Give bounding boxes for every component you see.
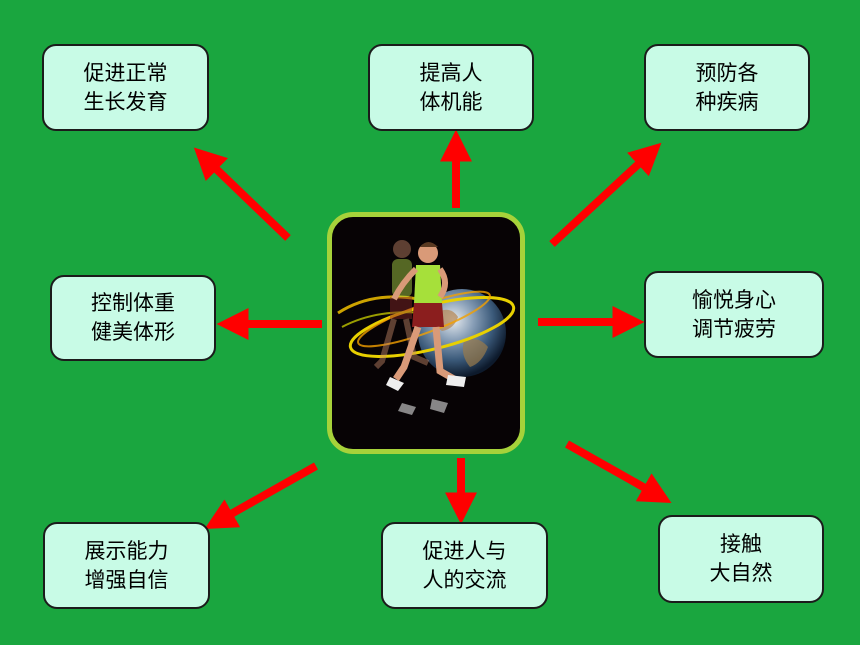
node-weight-control-line1: 控制体重	[91, 291, 175, 315]
node-nature: 接触 大自然	[658, 515, 824, 603]
runner-earth-image	[337, 240, 516, 415]
arrow-show-ability	[204, 462, 318, 530]
arrow-normal-growth	[193, 147, 291, 241]
node-show-ability-line1: 展示能力	[84, 538, 169, 563]
node-communication-line2: 人的交流	[422, 567, 507, 592]
arrow-prevent-disease	[549, 142, 662, 247]
node-body-function-line2: 体机能	[419, 89, 483, 114]
node-normal-growth-line1: 促进正常	[83, 60, 168, 85]
node-weight-control-line2: 健美体形	[91, 320, 175, 344]
node-communication-line1: 促进人与	[422, 538, 507, 563]
arrow-nature	[565, 440, 672, 504]
node-prevent-disease-line2: 种疾病	[695, 89, 759, 114]
node-nature-line1: 接触	[720, 532, 762, 556]
node-nature-line2: 大自然	[709, 561, 773, 585]
node-communication: 促进人与 人的交流	[381, 522, 548, 609]
node-body-function-line1: 提高人	[419, 60, 483, 85]
node-prevent-disease: 预防各 种疾病	[644, 44, 810, 131]
node-prevent-disease-line1: 预防各	[695, 60, 759, 85]
node-normal-growth-line2: 生长发育	[83, 89, 168, 114]
node-show-ability: 展示能力 增强自信	[43, 522, 210, 609]
node-relax-fatigue-line2: 调节疲劳	[692, 316, 776, 341]
node-show-ability-line2: 增强自信	[84, 567, 169, 592]
center-image-frame	[327, 212, 525, 454]
node-weight-control: 控制体重 健美体形	[50, 275, 216, 361]
node-normal-growth: 促进正常 生长发育	[42, 44, 209, 131]
node-relax-fatigue: 愉悦身心 调节疲劳	[644, 271, 824, 358]
node-body-function: 提高人 体机能	[368, 44, 534, 131]
node-relax-fatigue-line1: 愉悦身心	[692, 287, 776, 312]
